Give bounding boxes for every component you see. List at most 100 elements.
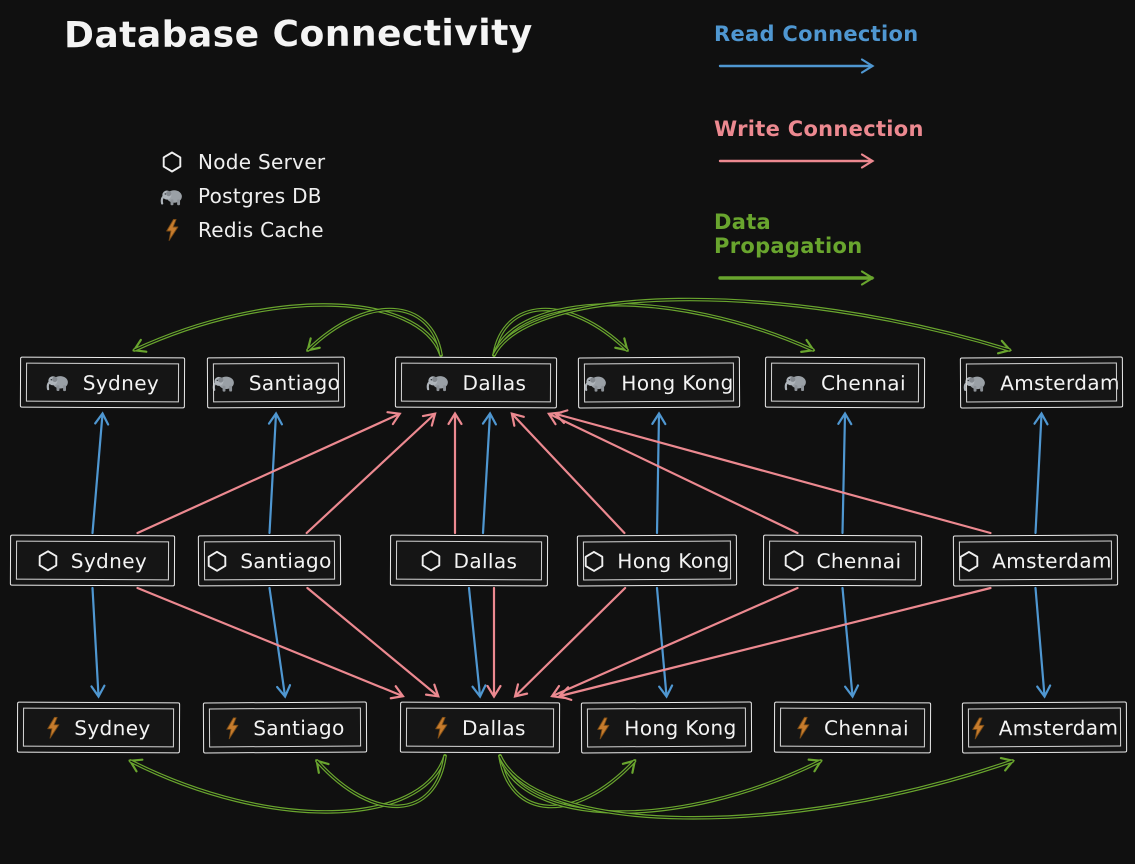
diagram-key: Node Server Postgres DB Redis Cache: [160, 145, 325, 247]
propagation-edge-gap: [316, 755, 446, 807]
node-label: Dallas: [461, 715, 526, 740]
elephant-icon: [784, 373, 808, 392]
hexagon-icon: [421, 549, 441, 571]
propagation-edge-gap: [493, 308, 628, 356]
elephant-icon: [426, 373, 450, 392]
redis-amsterdam-node[interactable]: Amsterdam: [961, 701, 1128, 754]
node-label: Hong Kong: [624, 715, 737, 740]
write-edge-santiago-redis-dallas: [306, 586, 440, 698]
node-dallas-node[interactable]: Dallas: [389, 534, 549, 587]
read-edge-chennai-pg: [837, 411, 853, 535]
pg-amsterdam-node[interactable]: Amsterdam: [959, 356, 1124, 409]
node-label: Amsterdam: [998, 715, 1119, 740]
node-label: Amsterdam: [1000, 370, 1120, 395]
read-edge-sydney-redis: [90, 586, 106, 699]
propagation-edge-redis-dallas-sydney: [128, 754, 447, 814]
propagation-edge-pg-dallas-santiago: [306, 307, 443, 357]
propagation-edge-gap: [499, 755, 821, 813]
pg-dallas-node[interactable]: Dallas: [394, 356, 558, 409]
elephant-icon: [212, 373, 236, 392]
pg-hongkong-node[interactable]: Hong Kong: [577, 356, 741, 409]
node-label: Hong Kong: [621, 370, 734, 395]
propagation-edge-gap: [307, 308, 442, 356]
bolt-icon: [971, 716, 986, 739]
bolt-icon: [160, 219, 184, 241]
propagation-edge-pg-dallas-sydney: [132, 303, 443, 357]
propagation-edge-gap: [493, 298, 1010, 356]
node-sydney-node[interactable]: Sydney: [9, 534, 176, 587]
key-item-redis-cache: Redis Cache: [160, 213, 325, 247]
elephant-icon: [160, 187, 184, 206]
redis-dallas-node[interactable]: Dallas: [399, 701, 561, 754]
read-edge-amsterdam-pg: [1033, 411, 1049, 535]
legend-label-write: Write Connection: [714, 117, 924, 141]
propagation-edge-gap: [499, 755, 1013, 819]
read-edge-dallas-pg: [481, 411, 498, 535]
bolt-icon: [434, 716, 449, 739]
bolt-icon: [796, 716, 811, 739]
legend-label-read: Read Connection: [714, 22, 919, 46]
hexagon-icon: [584, 550, 604, 572]
hexagon-icon: [783, 549, 803, 571]
read-edge-dallas-redis: [467, 586, 487, 699]
write-edge-sydney-pg-dallas: [136, 411, 402, 535]
propagation-edge-pg-dallas-chennai: [492, 302, 816, 357]
propagation-edge-redis-dallas-chennai: [498, 754, 823, 814]
node-label: Santiago: [248, 370, 341, 395]
write-edge-santiago-pg-dallas: [305, 412, 437, 535]
node-label: Sydney: [74, 715, 151, 740]
node-chennai-node[interactable]: Chennai: [762, 534, 923, 587]
key-item-node-server: Node Server: [160, 145, 325, 179]
write-edge-amsterdam-pg-dallas: [553, 409, 992, 535]
write-arrow-icon: [718, 153, 875, 169]
node-amsterdam-node[interactable]: Amsterdam: [952, 534, 1119, 587]
pg-santiago-node[interactable]: Santiago: [206, 356, 346, 409]
read-edge-santiago-redis: [268, 586, 292, 699]
legend-label-propagation: Data Propagation: [714, 210, 863, 258]
read-edge-santiago-pg: [267, 411, 284, 535]
node-label: Dallas: [462, 370, 527, 395]
node-label: Hong Kong: [617, 548, 730, 573]
node-label: Dallas: [453, 548, 518, 573]
hexagon-icon: [160, 151, 184, 173]
key-label: Redis Cache: [198, 218, 324, 242]
write-edge-chennai-pg-dallas: [546, 411, 799, 535]
redis-santiago-node[interactable]: Santiago: [202, 701, 368, 754]
elephant-icon: [584, 373, 608, 392]
hexagon-icon: [207, 550, 227, 572]
propagation-edge-gap: [134, 304, 442, 356]
read-edge-chennai-redis: [841, 586, 860, 699]
node-label: Santiago: [240, 548, 332, 573]
propagation-edge-gap: [130, 755, 446, 813]
node-hongkong-node[interactable]: Hong Kong: [576, 534, 738, 587]
redis-hongkong-node[interactable]: Hong Kong: [580, 701, 753, 754]
node-label: Chennai: [816, 548, 902, 573]
read-edge-hongkong-redis: [655, 586, 674, 699]
read-edge-hongkong-pg: [651, 411, 667, 535]
node-label: Chennai: [820, 370, 907, 395]
propagation-edge-redis-dallas-santiago: [315, 754, 447, 809]
write-edge-hongkong-pg-dallas: [510, 412, 626, 535]
node-label: Sydney: [82, 370, 160, 395]
write-edge-sydney-redis-dallas: [136, 586, 405, 700]
node-label: Santiago: [253, 715, 345, 740]
legend-item-propagation: Data Propagation: [714, 210, 924, 290]
node-label: Sydney: [70, 548, 148, 573]
read-edge-sydney-pg: [91, 411, 110, 535]
legend-item-read: Read Connection: [714, 22, 924, 78]
pg-sydney-node[interactable]: Sydney: [19, 356, 186, 409]
legend-item-write: Write Connection: [714, 117, 924, 173]
propagation-arrow-icon: [718, 270, 875, 286]
redis-sydney-node[interactable]: Sydney: [16, 701, 181, 754]
pg-chennai-node[interactable]: Chennai: [764, 356, 926, 409]
node-santiago-node[interactable]: Santiago: [197, 534, 342, 587]
read-arrow-icon: [718, 58, 875, 74]
node-label: Chennai: [823, 715, 910, 740]
key-label: Postgres DB: [198, 184, 322, 208]
hexagon-icon: [38, 549, 58, 571]
bolt-icon: [225, 716, 240, 739]
read-edge-amsterdam-redis: [1034, 586, 1052, 699]
redis-chennai-node[interactable]: Chennai: [773, 701, 932, 754]
